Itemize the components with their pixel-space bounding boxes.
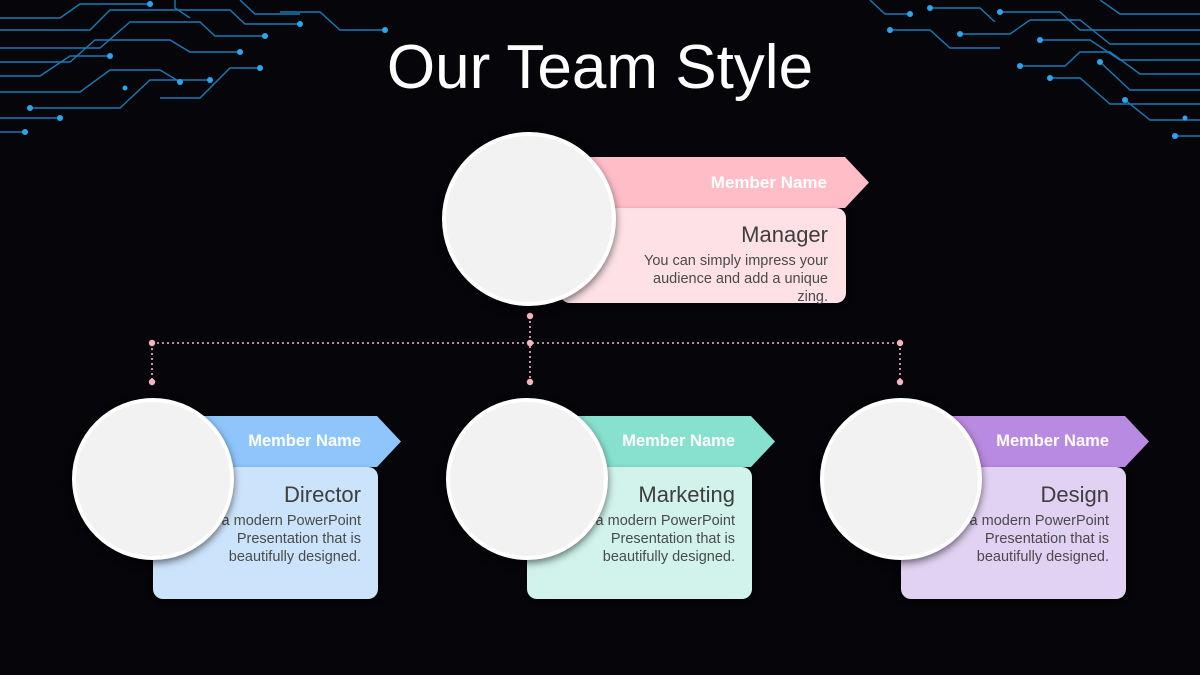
circuit-pattern-left [0, 0, 388, 135]
marketing-role: Marketing [638, 482, 735, 507]
slide-title: Our Team Style [386, 33, 814, 102]
design-description: Get a modern PowerPoint Presentation tha… [942, 513, 1109, 565]
marketing-member-name: Member Name [622, 432, 735, 450]
manager-description: You can simply impress your audience and… [643, 253, 828, 305]
design-member-name: Member Name [996, 432, 1109, 450]
manager-photo-placeholder[interactable] [442, 132, 616, 306]
design-role: Design [1040, 482, 1109, 507]
director-description: Get a modern PowerPoint Presentation tha… [194, 513, 361, 565]
marketing-photo-placeholder[interactable] [446, 398, 608, 560]
marketing-info-panel: Marketing Get a modern PowerPoint Presen… [527, 467, 752, 599]
manager-member-name: Member Name [710, 172, 827, 192]
director-photo-placeholder[interactable] [72, 398, 234, 560]
director-member-name: Member Name [248, 432, 361, 450]
marketing-description: Get a modern PowerPoint Presentation tha… [568, 513, 735, 565]
manager-role: Manager [741, 222, 828, 247]
circuit-pattern-right [869, 0, 1200, 139]
design-photo-placeholder[interactable] [820, 398, 982, 560]
director-role: Director [283, 482, 361, 507]
